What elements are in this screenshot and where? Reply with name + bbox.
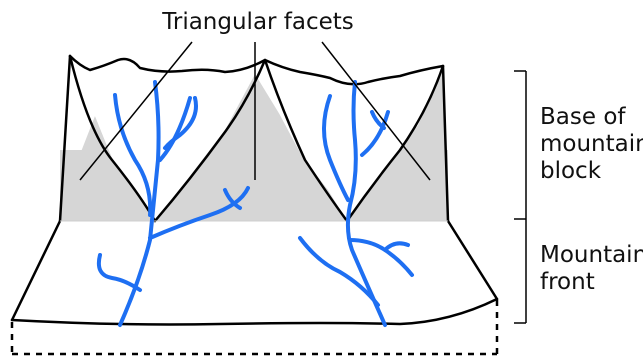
facet-edge-4 xyxy=(345,64,445,223)
streams xyxy=(96,80,414,327)
right-block-edge xyxy=(441,64,450,223)
base-block-label-line2: mountain xyxy=(540,131,643,157)
stream-left-main xyxy=(118,80,161,327)
ridge-crest xyxy=(68,54,445,86)
front-right-edge xyxy=(446,219,499,301)
mountain-front-slope xyxy=(12,221,497,325)
stream-left-branch-d xyxy=(148,186,250,240)
stream-left-branch-c xyxy=(163,96,198,150)
stream-right-branch-e xyxy=(298,236,380,307)
mountain-outline xyxy=(10,54,499,326)
leader-facet-3 xyxy=(321,41,431,181)
facet-edge-2 xyxy=(153,58,267,223)
stream-right-main xyxy=(345,80,387,327)
facet-edge-1 xyxy=(68,54,157,223)
facet-leader-lines xyxy=(79,41,431,181)
right-bracket xyxy=(514,70,527,324)
dashed-base xyxy=(10,300,499,357)
base-block-label: Base of mountain block xyxy=(540,104,643,184)
leader-facet-1 xyxy=(79,41,193,181)
stream-left-branch-e xyxy=(223,188,242,210)
mountain-front-label: Mountain front xyxy=(540,242,643,295)
stream-right-branch-b xyxy=(360,110,390,157)
stream-right-branch-a xyxy=(322,94,350,202)
base-block-label-line3: block xyxy=(540,158,602,184)
front-left-edge xyxy=(10,219,62,322)
stream-right-branch-c xyxy=(370,110,386,130)
front-bottom-edge xyxy=(10,297,499,326)
left-block-edge xyxy=(58,54,72,223)
base-block-label-line1: Base of xyxy=(540,104,626,130)
mountain-front-label-line2: front xyxy=(540,269,595,295)
mountain-face-left xyxy=(70,56,265,221)
stream-left-branch-b xyxy=(158,96,192,162)
stream-left-branch-f xyxy=(96,253,142,292)
stream-right-branch-f xyxy=(383,241,410,252)
facet-edge-3 xyxy=(263,58,349,223)
stream-left-branch-a xyxy=(113,93,153,217)
mountain-base-band xyxy=(60,68,448,221)
mountain-front-label-line1: Mountain xyxy=(540,242,643,268)
triangular-facets-label: Triangular facets xyxy=(161,9,354,35)
